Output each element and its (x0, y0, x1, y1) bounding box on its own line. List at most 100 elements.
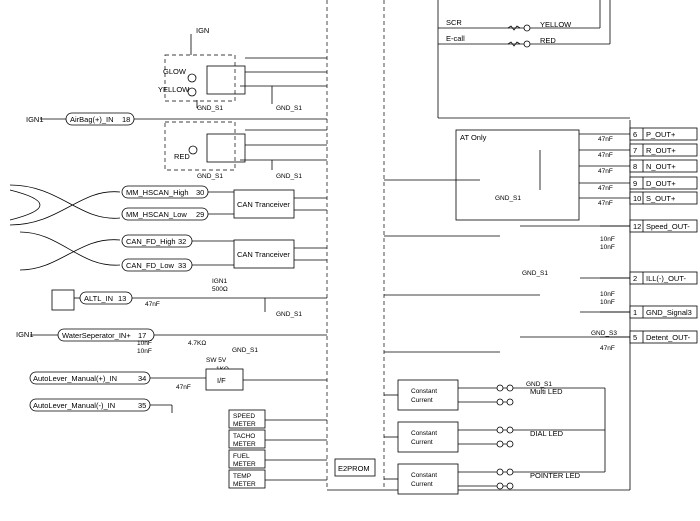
cc-label-2: Current (411, 397, 433, 404)
speed-meter-l1: SPEED (233, 413, 255, 420)
ecall-label: E-call (446, 34, 465, 43)
output-pin-10: 10 (633, 194, 641, 203)
ign1-label: IGN1 (26, 115, 44, 124)
if-block (205, 368, 244, 391)
hs-high-pin: 30 (196, 188, 204, 197)
water-block: IGN1 WaterSeperator_IN+ 17 10nF 10nF 4.7… (16, 328, 327, 355)
cap-10nf-3: 10nF (600, 236, 615, 243)
speed-meter-l2: METER (233, 421, 256, 428)
output-connector-6: 6 P_OUT+ (579, 127, 698, 141)
output-pin-6: 6 (633, 130, 637, 139)
output-label-7: R_OUT+ (646, 146, 676, 155)
can-transceiver-label: CAN Tranceiver (237, 200, 290, 209)
output-label-5: Detent_OUT- (646, 333, 691, 342)
fd-high-pin: 32 (178, 237, 186, 246)
scr-label: SCR (446, 18, 462, 27)
red-lamp-icon (188, 145, 198, 155)
altl-block: ALTL_IN 13 47nF IGN1 500Ω GND_S1 (51, 278, 327, 318)
led-icon (496, 384, 504, 392)
led-icon (506, 482, 514, 490)
at-cap-0: 47nF (598, 136, 613, 143)
al-plus-pin: 34 (138, 374, 146, 383)
led-label-multi: Multi LED (530, 387, 563, 396)
cc-label-2: Current (411, 481, 433, 488)
cc-label-1: Constant (411, 430, 437, 437)
output-label-10: S_OUT+ (646, 194, 676, 203)
at-cap-4: 47nF (598, 200, 613, 207)
output-pin-7: 7 (633, 146, 637, 155)
yellow-led-label: YELLOW (540, 20, 572, 29)
speed-meter-box (228, 409, 266, 429)
if-label: I/F (217, 376, 226, 385)
r-47k-label: 4.7KΩ (188, 340, 206, 347)
gnd-s1-label-6: GND_S1 (232, 347, 258, 354)
airbag-label: AirBag(+)_IN (70, 115, 114, 124)
fd-low-label: CAN_FD_Low (126, 261, 175, 270)
al-minus-label: AutoLever_Manual(-)_IN (33, 401, 115, 410)
e2prom-block (334, 458, 376, 477)
e2prom-label: E2PROM (338, 464, 370, 473)
output-label-8: N_OUT+ (646, 162, 676, 171)
al-minus-pin: 35 (138, 401, 146, 410)
output-connector-10: 10 S_OUT+ (579, 191, 698, 205)
fuel-meter-l2: METER (233, 461, 256, 468)
led-icon (496, 398, 504, 406)
can-fd-block: CAN_FD_High 32 CAN_FD_Low 33 CAN Trancei… (19, 231, 327, 272)
ign-label: IGN (196, 26, 209, 35)
led-icon (506, 384, 514, 392)
cap-10nf-1: 10nF (137, 340, 152, 347)
led-icon (506, 440, 514, 448)
water-pin: 17 (138, 331, 146, 340)
sw5v-label: SW 5V (206, 357, 227, 364)
led-icon (506, 426, 514, 434)
gnd-s1-label-2: GND_S1 (276, 105, 302, 112)
constant-current-box (397, 463, 459, 495)
main-bus (326, 0, 631, 491)
fuel-meter-box (228, 449, 266, 469)
tacho-meter-l2: METER (233, 441, 256, 448)
cc-label-2: Current (411, 439, 433, 446)
gnd-s1-label-5: GND_S1 (276, 311, 302, 318)
gnd-s1-label-4: GND_S1 (276, 173, 302, 180)
gnd-s1-label-7: GND_S1 (495, 195, 521, 202)
fd-low-pin: 33 (178, 261, 186, 270)
hs-high-label: MM_HSCAN_High (126, 188, 189, 197)
hs-low-label: MM_HSCAN_Low (126, 210, 187, 219)
glow-lamp-icon (187, 73, 197, 83)
ign1-label-2: IGN1 (212, 278, 228, 285)
led-label-pointer: POINTER LED (530, 471, 581, 480)
output-label-6: P_OUT+ (646, 130, 676, 139)
output-drivers: 10nF 10nF GND_S1 10nF 10nF GND_S3 47nF G… (384, 225, 630, 388)
output-label-12: Speed_OUT- (646, 222, 690, 231)
led-icon (496, 468, 504, 476)
output-pin-1: 1 (633, 308, 637, 317)
temp-meter-box (228, 469, 266, 489)
indicator-block: IGN GLOW YELLOW GND_S1 GND_S1 IGN1 AirBa… (26, 26, 327, 180)
constant-current-box (397, 379, 459, 411)
r-500-label: 500Ω (212, 286, 228, 293)
yellow-label: YELLOW (158, 85, 190, 94)
output-pin-2: 2 (633, 274, 637, 283)
led-label-dial: DIAL LED (530, 429, 564, 438)
led-icon (506, 468, 514, 476)
meters-block: SPEED METER TACHO METER FUEL METER TEMP … (228, 409, 327, 489)
at-cap-3: 47nF (598, 185, 613, 192)
output-pin-9: 9 (633, 179, 637, 188)
led-icon (506, 398, 514, 406)
cap-47nf-2: 47nF (176, 384, 191, 391)
gnd-s1-label-8: GND_S1 (522, 270, 548, 277)
can-transceiver-label-2: CAN Tranceiver (237, 250, 290, 259)
fuel-meter-l1: FUEL (233, 453, 250, 460)
cap-10nf-5: 10nF (600, 291, 615, 298)
cap-10nf-4: 10nF (600, 244, 615, 251)
red-label: RED (174, 152, 190, 161)
led-icon (496, 440, 504, 448)
